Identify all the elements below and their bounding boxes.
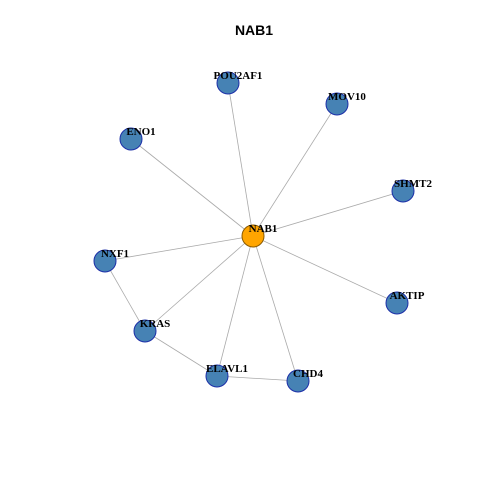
node-mov10: MOV10 — [325, 91, 366, 116]
node-circle-aktip — [385, 291, 409, 315]
node-label-chd4: CHD4 — [293, 368, 323, 380]
node-label-elavl1: ELAVL1 — [206, 363, 248, 375]
node-label-mov10: MOV10 — [328, 91, 366, 103]
node-label-kras: KRAS — [140, 318, 171, 330]
edge-nab1-shmt2 — [252, 190, 404, 237]
node-circle-mov10 — [325, 92, 349, 116]
node-circle-elavl1 — [205, 364, 229, 388]
edge-nab1-kras — [144, 235, 254, 332]
edge-nab1-pou2af1 — [227, 82, 254, 237]
edge-nab1-mov10 — [252, 103, 338, 237]
edge-nab1-elavl1 — [216, 235, 254, 377]
edge-nab1-eno1 — [130, 138, 254, 237]
node-circle-nxf1 — [93, 249, 117, 273]
node-nab1: NAB1 — [241, 223, 278, 248]
node-circle-chd4 — [286, 369, 310, 393]
node-elavl1: ELAVL1 — [205, 363, 248, 388]
node-circle-shmt2 — [391, 179, 415, 203]
node-circle-nab1 — [241, 224, 265, 248]
node-circle-pou2af1 — [216, 71, 240, 95]
edge-layer — [104, 82, 404, 382]
edge-nab1-nxf1 — [104, 235, 254, 262]
edge-kras-elavl1 — [144, 330, 218, 377]
node-eno1: ENO1 — [119, 126, 156, 151]
edge-elavl1-chd4 — [216, 375, 299, 382]
node-label-eno1: ENO1 — [126, 126, 155, 138]
node-label-nab1: NAB1 — [249, 223, 278, 235]
node-label-nxf1: NXF1 — [101, 248, 129, 260]
node-pou2af1: POU2AF1 — [214, 70, 263, 95]
node-kras: KRAS — [133, 318, 171, 343]
node-circle-eno1 — [119, 127, 143, 151]
graph-title: NAB1 — [235, 22, 273, 38]
node-aktip: AKTIP — [385, 290, 425, 315]
edge-nab1-chd4 — [252, 235, 299, 382]
node-circle-kras — [133, 319, 157, 343]
edge-nxf1-kras — [104, 260, 146, 332]
node-nxf1: NXF1 — [93, 248, 129, 273]
node-label-pou2af1: POU2AF1 — [214, 70, 263, 82]
node-label-aktip: AKTIP — [390, 290, 425, 302]
node-shmt2: SHMT2 — [391, 178, 432, 203]
node-chd4: CHD4 — [286, 368, 323, 393]
edge-nab1-aktip — [252, 235, 398, 304]
node-label-shmt2: SHMT2 — [394, 178, 432, 190]
